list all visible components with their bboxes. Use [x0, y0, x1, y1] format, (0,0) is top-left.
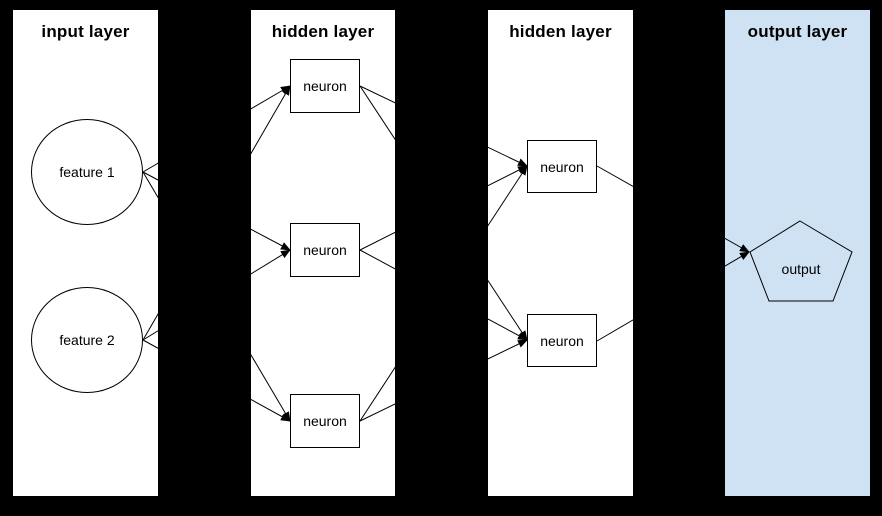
node-hidden2-neuron-1: neuron	[527, 140, 597, 193]
node-hidden1-neuron-2-label: neuron	[303, 242, 347, 258]
node-hidden1-neuron-1: neuron	[290, 59, 360, 113]
node-feature-1: feature 1	[31, 119, 143, 225]
node-hidden2-neuron-1-label: neuron	[540, 158, 584, 175]
node-hidden2-neuron-2: neuron	[527, 314, 597, 367]
node-feature-1-label: feature 1	[59, 164, 115, 180]
hidden-layer-2-panel: hidden layer	[488, 10, 633, 496]
output-layer-panel: output layer	[725, 10, 870, 496]
input-layer-panel: input layer	[13, 10, 158, 496]
node-hidden1-neuron-2: neuron	[290, 223, 360, 277]
input-layer-title: input layer	[41, 22, 130, 41]
node-feature-2: feature 2	[31, 287, 143, 393]
output-layer-title: output layer	[747, 22, 848, 41]
node-hidden1-neuron-3-label: neuron	[303, 413, 347, 429]
hidden-layer-1-title: hidden layer	[271, 22, 375, 41]
node-hidden1-neuron-3: neuron	[290, 394, 360, 448]
node-hidden1-neuron-1-label: neuron	[303, 78, 347, 94]
node-feature-2-label: feature 2	[59, 332, 115, 348]
hidden-layer-2-title: hidden layer	[509, 22, 612, 41]
node-hidden2-neuron-2-label: neuron	[540, 332, 584, 349]
